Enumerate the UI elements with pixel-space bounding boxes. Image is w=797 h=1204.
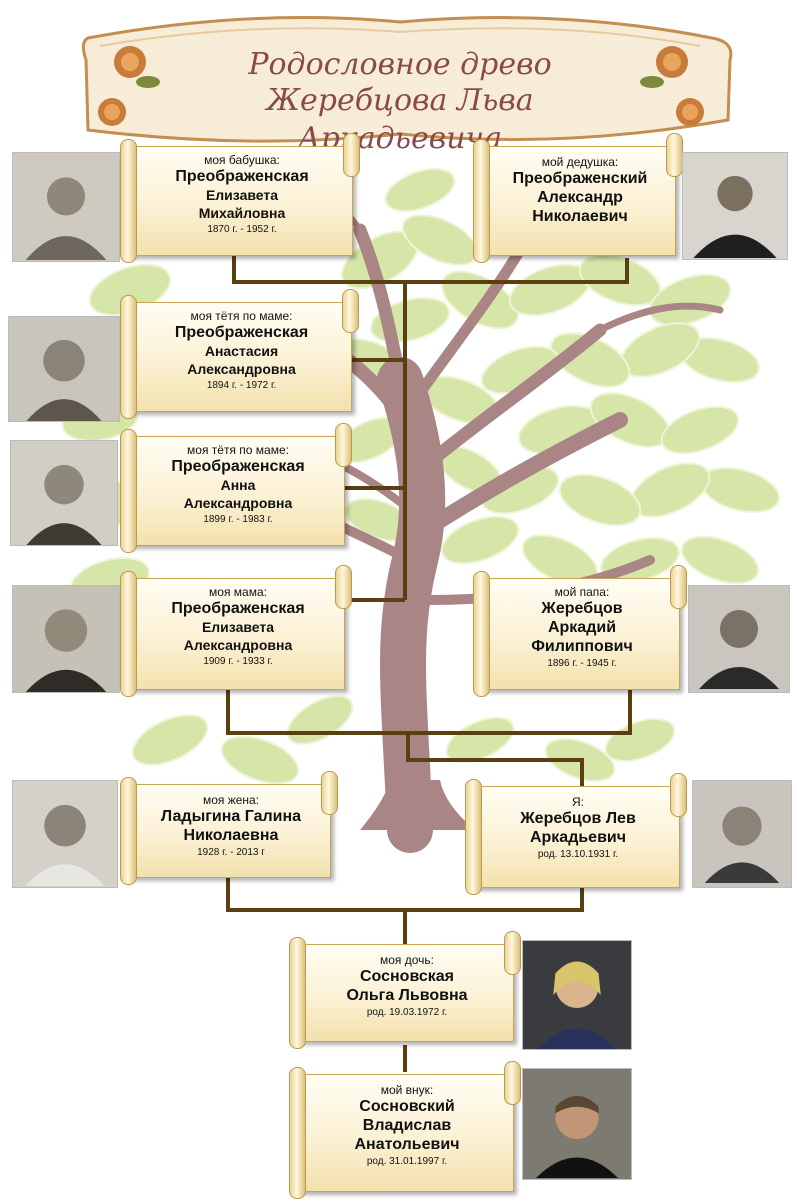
person-patronymic: Александровна xyxy=(187,361,296,377)
role-label: мой папа: xyxy=(554,585,610,599)
person-given-name: Елизавета xyxy=(205,187,279,203)
person-given-name: Анастасия xyxy=(204,343,279,359)
person-name-line-2: Николаевна xyxy=(183,827,279,844)
card-aunt-anna: моя тётя по маме: Преображенская Анна Ал… xyxy=(120,423,352,553)
person-surname: Преображенская xyxy=(175,168,309,185)
card-grandfather: мой дедушка: Преображенский Александр Ни… xyxy=(473,133,683,263)
person-name-line-2: Владислав xyxy=(362,1117,452,1134)
person-given-name: Анна xyxy=(220,477,256,493)
person-dates: 1909 г. - 1933 г. xyxy=(203,656,273,667)
photo-grandfather xyxy=(682,152,788,260)
card-aunt-anastasia: моя тётя по маме: Преображенская Анастас… xyxy=(120,289,359,419)
card-mother: моя мама: Преображенская Елизавета Алекс… xyxy=(120,565,352,697)
role-label: Я: xyxy=(572,795,584,809)
photo-aunt-anastasia xyxy=(8,316,120,422)
photo-grandmother xyxy=(12,152,120,262)
person-surname: Жеребцов xyxy=(541,600,623,617)
role-label: мой дедушка: xyxy=(541,155,619,169)
role-label: моя мама: xyxy=(209,585,267,599)
card-wife: моя жена: Ладыгина Галина Николаевна 192… xyxy=(120,771,338,885)
role-label: моя тётя по маме: xyxy=(187,443,289,457)
person-patronymic: Николаевич xyxy=(532,208,628,225)
tree-roots xyxy=(360,780,475,830)
person-name-line-2: Ольга Львовна xyxy=(346,987,468,1004)
person-name-line-2: Аркадьевич xyxy=(529,829,627,846)
person-dates: 1896 г. - 1945 г. xyxy=(547,658,617,669)
person-name-line-1: Сосновский xyxy=(359,1098,455,1115)
photo-mother xyxy=(12,585,120,693)
photo-wife xyxy=(12,780,118,888)
photo-daughter xyxy=(522,940,632,1050)
role-label: моя бабушка: xyxy=(204,153,280,167)
person-name-line-1: Жеребцов Лев xyxy=(520,810,636,827)
person-surname: Преображенский xyxy=(512,170,648,187)
role-label: моя тётя по маме: xyxy=(190,309,293,323)
person-patronymic: Филиппович xyxy=(531,638,633,655)
card-self: Я: Жеребцов Лев Аркадьевич род. 13.10.19… xyxy=(465,773,687,895)
title-banner xyxy=(81,16,733,143)
photo-self xyxy=(692,780,792,888)
role-label: мой внук: xyxy=(380,1083,434,1097)
photo-grandson xyxy=(522,1068,632,1180)
person-dates: 1870 г. - 1952 г. xyxy=(207,224,277,235)
person-surname: Преображенская xyxy=(171,458,305,475)
connector-lines xyxy=(226,255,632,1072)
title-line-2: Жеребцова Льва Аркадьевича xyxy=(266,83,534,156)
person-surname: Преображенская xyxy=(171,600,305,617)
card-father: мой папа: Жеребцов Аркадий Филиппович 18… xyxy=(473,565,687,697)
person-name-line-1: Ладыгина Галина xyxy=(160,808,302,825)
title-line-1: Родословное древо xyxy=(248,47,552,82)
person-name-line-3: Анатольевич xyxy=(354,1136,460,1153)
person-dates: род. 31.01.1997 г. xyxy=(366,1156,448,1167)
person-patronymic: Михайловна xyxy=(198,205,286,221)
photo-father xyxy=(688,585,790,693)
role-label: моя дочь: xyxy=(379,953,434,967)
person-dates: род. 19.03.1972 г. xyxy=(366,1007,448,1018)
person-name-line-1: Сосновская xyxy=(359,968,455,985)
card-grandson: мой внук: Сосновский Владислав Анатольев… xyxy=(289,1061,521,1199)
person-given-name: Елизавета xyxy=(201,619,275,635)
person-dates: 1894 г. - 1972 г. xyxy=(206,380,277,391)
role-label: моя жена: xyxy=(202,793,260,807)
person-surname: Преображенская xyxy=(174,324,309,341)
person-dates: 1928 г. - 2013 г xyxy=(197,847,265,858)
photo-aunt-anna xyxy=(10,440,118,546)
person-dates: род. 13.10.1931 г. xyxy=(537,849,619,860)
card-daughter: моя дочь: Сосновская Ольга Львовна род. … xyxy=(289,931,521,1049)
person-patronymic: Александровна xyxy=(183,495,293,511)
person-patronymic: Александровна xyxy=(183,637,293,653)
person-given-name: Аркадий xyxy=(547,619,617,636)
person-given-name: Александр xyxy=(537,189,623,206)
person-dates: 1899 г. - 1983 г. xyxy=(203,514,273,525)
card-grandmother: моя бабушка: Преображенская Елизавета Ми… xyxy=(120,133,360,263)
